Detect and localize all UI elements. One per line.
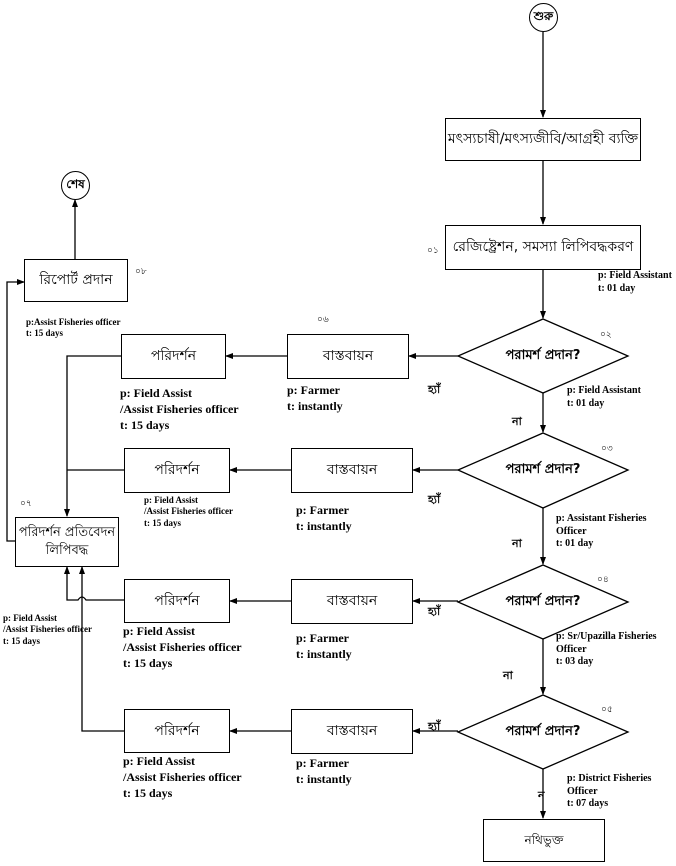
note-decision-3: p: Sr/Upazilla Fisheries Officer t: 03 d… bbox=[556, 631, 657, 667]
report-submit-box: রিপোর্ট প্রদান bbox=[24, 259, 128, 302]
inspection-report-box: পরিদর্শন প্রতিবেদন লিপিবদ্ধ bbox=[15, 517, 119, 567]
note-implementation-4: p: Farmer t: instantly bbox=[296, 756, 352, 787]
inspection-box-4: পরিদর্শন bbox=[124, 709, 230, 753]
inspection-report-label-line1: পরিদর্শন প্রতিবেদন bbox=[18, 525, 116, 541]
line-insp3-to-record bbox=[64, 566, 124, 601]
registration-label: রেজিষ্ট্রেশন, সমস্যা লিপিবদ্ধকরণ bbox=[452, 239, 634, 256]
discarded-label: নথিভুক্ত bbox=[524, 832, 564, 847]
step-number-08: ০৮ bbox=[135, 267, 147, 277]
implementation-box-4: বাস্তবায়ন bbox=[291, 709, 413, 754]
note-implementation-3: p: Farmer t: instantly bbox=[296, 631, 352, 662]
implementation-box-3: বাস্তবায়ন bbox=[291, 579, 413, 624]
applicant-label: মৎস্যচাষী/মৎস্যজীবি/আগ্রহী ব্যক্তি bbox=[447, 131, 639, 148]
start-node: শুরু bbox=[529, 3, 558, 32]
discarded-box: নথিভুক্ত bbox=[483, 819, 605, 862]
no-label-4: ন bbox=[538, 789, 545, 802]
end-label: শেষ bbox=[66, 176, 85, 191]
line-insp4-to-record bbox=[79, 566, 124, 732]
inspection-box-1: পরিদর্শন bbox=[121, 334, 226, 379]
no-label-3: না bbox=[503, 669, 513, 682]
yes-label-1: হ্যাঁ bbox=[428, 383, 441, 396]
yes-label-3: হ্যাঁ bbox=[428, 605, 441, 618]
implementation-box-2: বাস্তবায়ন bbox=[291, 448, 413, 493]
inspection-label-2: পরিদর্শন bbox=[154, 462, 200, 479]
note-decision-4: p: District Fisheries Officer t: 07 days bbox=[567, 773, 652, 809]
note-decision-2: p: Assistant Fisheries Officer t: 01 day bbox=[556, 513, 647, 549]
step-number-06: ০৬ bbox=[317, 315, 329, 325]
implementation-label-4: বাস্তবায়ন bbox=[326, 723, 378, 740]
note-inspection-3: p: Field Assist /Assist Fisheries office… bbox=[123, 624, 242, 671]
inspection-box-3: পরিদর্শন bbox=[124, 579, 230, 623]
decision-2-label: পরামর্শ প্রদান? bbox=[505, 461, 581, 477]
inspection-label-3: পরিদর্শন bbox=[154, 592, 200, 609]
step-number-04: ০৪ bbox=[597, 575, 609, 585]
implementation-box-1: বাস্তবায়ন bbox=[287, 334, 409, 379]
note-inspection-report: p: Field Assist /Assist Fisheries office… bbox=[3, 613, 92, 646]
end-node: শেষ bbox=[61, 171, 90, 200]
report-submit-label: রিপোর্ট প্রদান bbox=[39, 272, 113, 289]
decision-diamond-4 bbox=[456, 694, 630, 770]
decision-diamond-3 bbox=[456, 564, 630, 640]
decision-3-label: পরামর্শ প্রদান? bbox=[505, 593, 581, 609]
step-number-05: ০৫ bbox=[601, 705, 613, 715]
step-number-03: ০৩ bbox=[601, 444, 613, 454]
no-label-2: না bbox=[512, 537, 522, 550]
decision-4-label: পরামর্শ প্রদান? bbox=[505, 723, 581, 739]
no-label-1: না bbox=[512, 415, 522, 428]
step-number-02: ০২ bbox=[600, 330, 612, 340]
note-inspection-2: p: Field Assist /Assist Fisheries office… bbox=[144, 495, 233, 528]
implementation-label-2: বাস্তবায়ন bbox=[326, 462, 378, 479]
line-insp1-to-record bbox=[64, 355, 122, 517]
inspection-label-1: পরিদর্শন bbox=[150, 348, 197, 365]
note-inspection-4: p: Field Assist /Assist Fisheries office… bbox=[123, 754, 242, 801]
step-number-01: ০১ bbox=[427, 246, 439, 256]
note-inspection-1: p: Field Assist /Assist Fisheries office… bbox=[120, 386, 239, 433]
inspection-label-4: পরিদর্শন bbox=[154, 722, 200, 739]
inspection-report-label-line2: লিপিবদ্ধ bbox=[45, 543, 89, 558]
note-registration: p: Field Assistant t: 01 day bbox=[598, 270, 672, 294]
note-implementation-1: p: Farmer t: instantly bbox=[287, 383, 343, 414]
inspection-box-2: পরিদর্শন bbox=[124, 448, 230, 493]
note-report-submit: p:Assist Fisheries officer t: 15 days bbox=[26, 317, 121, 339]
registration-box: রেজিষ্ট্রেশন, সমস্যা লিপিবদ্ধকরণ bbox=[445, 225, 641, 270]
applicant-box: মৎস্যচাষী/মৎস্যজীবি/আগ্রহী ব্যক্তি bbox=[445, 118, 641, 161]
yes-label-4: হ্যাঁ bbox=[428, 720, 441, 733]
implementation-label-3: বাস্তবায়ন bbox=[326, 593, 378, 610]
yes-label-2: হ্যাঁ bbox=[428, 493, 441, 506]
step-number-07: ০৭ bbox=[20, 499, 32, 509]
note-decision-1: p: Field Assistant t: 01 day bbox=[567, 385, 641, 409]
note-implementation-2: p: Farmer t: instantly bbox=[296, 503, 352, 534]
arrow-record-to-report bbox=[6, 279, 25, 542]
decision-diamond-1 bbox=[456, 318, 630, 394]
start-label: শুরু bbox=[533, 8, 554, 23]
decision-diamond-2 bbox=[456, 432, 630, 509]
decision-1-label: পরামর্শ প্রদান? bbox=[505, 347, 581, 363]
implementation-label-1: বাস্তবায়ন bbox=[322, 348, 374, 365]
